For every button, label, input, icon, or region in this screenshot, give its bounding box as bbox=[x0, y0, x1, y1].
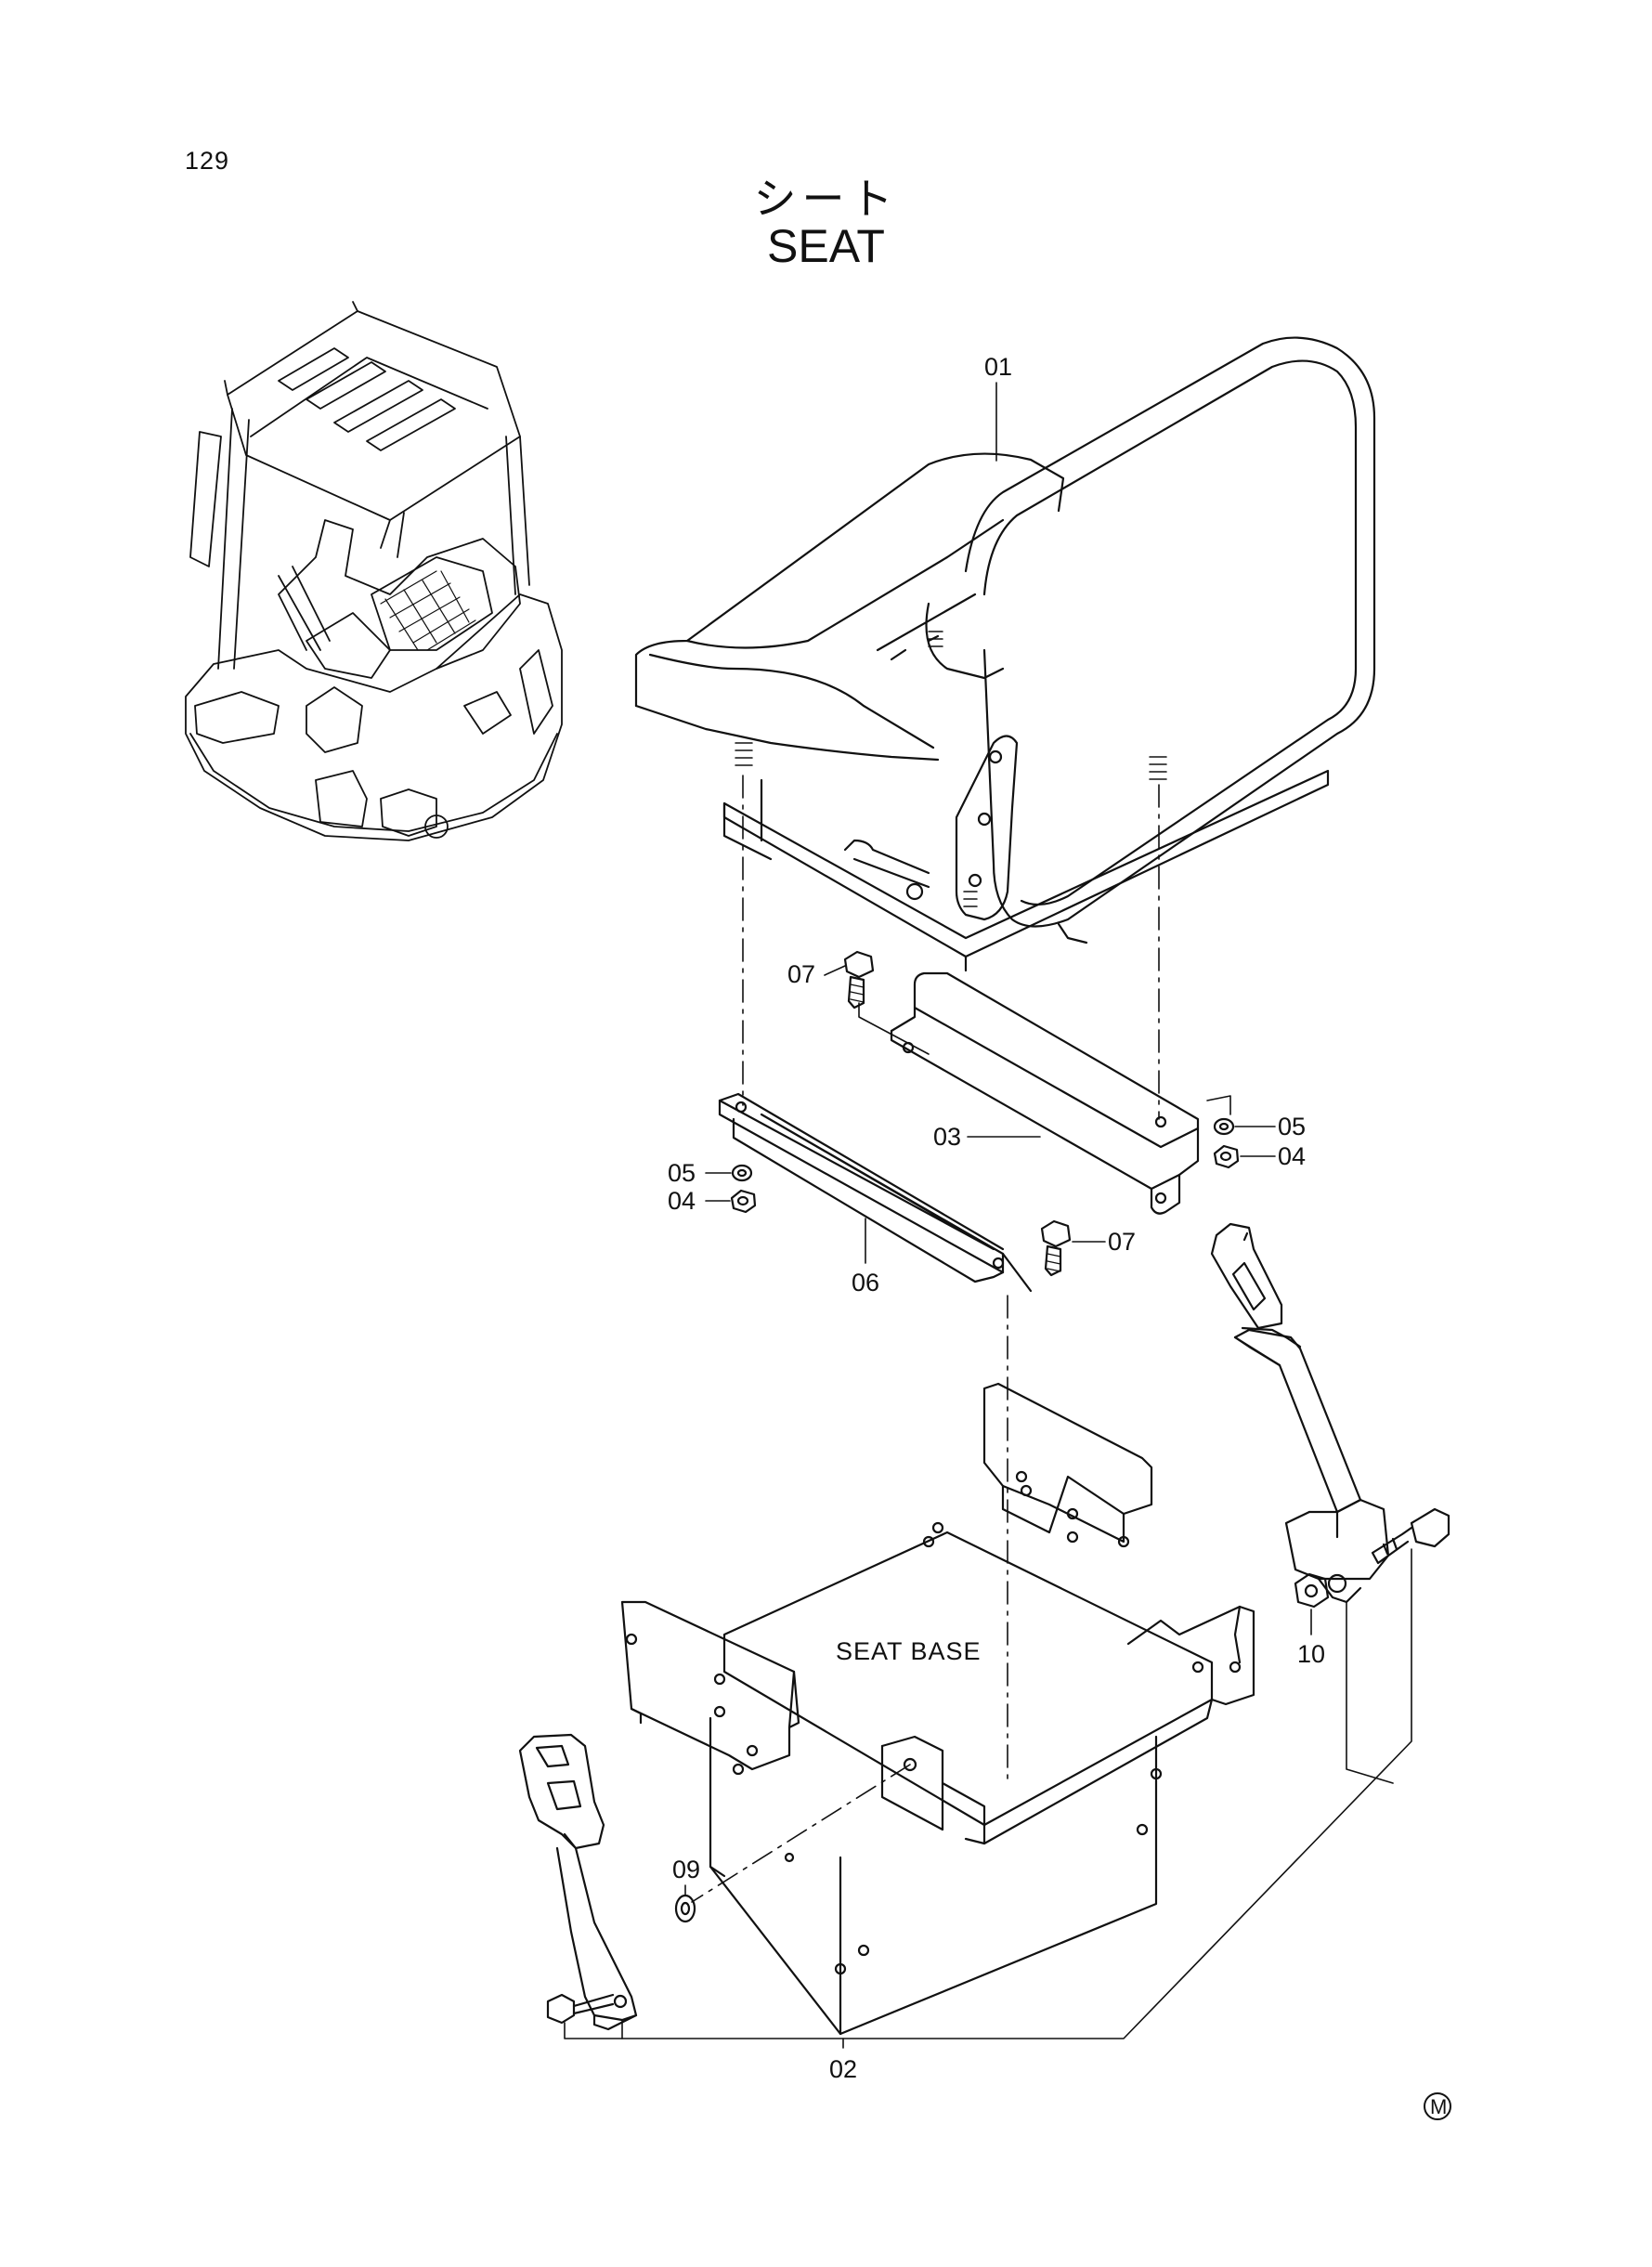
bracket-part-06 bbox=[718, 1092, 1033, 1293]
callout-05-right: 05 bbox=[1278, 1113, 1306, 1140]
revision-marker: M bbox=[1424, 2092, 1451, 2120]
page-title: SEAT bbox=[767, 220, 885, 272]
callout-10: 10 bbox=[1297, 1640, 1325, 1668]
seat-base bbox=[620, 1382, 1255, 2036]
seat-base-label: SEAT BASE bbox=[836, 1637, 982, 1665]
machine-overview-illustration bbox=[185, 301, 563, 841]
page-title-japanese: シート bbox=[753, 174, 899, 224]
nut-04-left bbox=[730, 1189, 757, 1214]
bracket-part-03 bbox=[890, 971, 1200, 1215]
callout-02: 02 bbox=[829, 2055, 857, 2083]
leader-lines bbox=[564, 382, 1412, 2049]
nut-04-right bbox=[1213, 1144, 1240, 1169]
fastener-07-bottom bbox=[1040, 1219, 1072, 1277]
callout-03: 03 bbox=[933, 1123, 961, 1151]
callout-09: 09 bbox=[672, 1856, 700, 1883]
callout-04-left: 04 bbox=[668, 1187, 696, 1215]
callout-07-bottom: 07 bbox=[1108, 1228, 1136, 1256]
seat-belt-tongue-left bbox=[518, 1733, 696, 2031]
washer-05-left bbox=[731, 1164, 753, 1182]
seat-belt-buckle-right bbox=[1210, 1222, 1450, 1609]
callout-07-top: 07 bbox=[787, 960, 815, 988]
page-number: 129 bbox=[185, 147, 230, 175]
callout-01: 01 bbox=[984, 353, 1012, 381]
callout-06: 06 bbox=[852, 1269, 879, 1296]
callout-04-right: 04 bbox=[1278, 1142, 1306, 1170]
callout-05-left: 05 bbox=[668, 1159, 696, 1187]
revision-marker-letter: M bbox=[1430, 2095, 1447, 2118]
washer-05-right bbox=[1213, 1117, 1235, 1136]
seat-assembly bbox=[634, 336, 1376, 972]
callout-labels: 01 07 03 05 04 05 04 07 06 10 09 02 SEAT… bbox=[668, 353, 1325, 2083]
alignment-lines bbox=[691, 775, 1160, 1903]
fastener-07-top bbox=[843, 950, 875, 1010]
